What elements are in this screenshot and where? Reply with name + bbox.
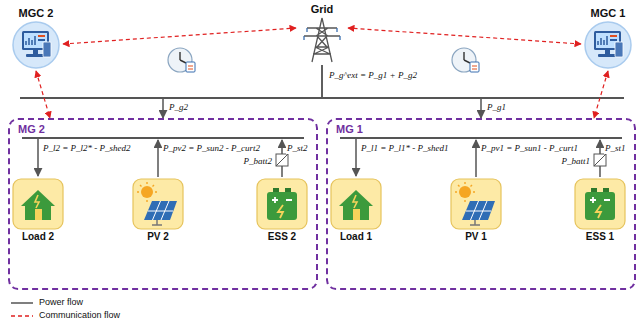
edge-label: P_g2 bbox=[168, 102, 189, 113]
power-flow-arrow bbox=[322, 65, 481, 118]
microgrid-wiring bbox=[340, 138, 622, 177]
node-label: Load 1 bbox=[328, 230, 384, 243]
power-variable-label: P_l1 = P_l1* - P_shed1 bbox=[360, 143, 450, 154]
load-icon bbox=[330, 178, 382, 230]
power-flow-arrow bbox=[163, 65, 322, 118]
pv-node: PV 2 bbox=[130, 178, 186, 243]
power-variable-label: P_batt1 bbox=[561, 156, 592, 167]
legend-line-sample bbox=[10, 312, 34, 320]
computer-icon bbox=[10, 20, 62, 70]
controller-node: MGC 1 bbox=[580, 6, 636, 70]
pv-panel-icon bbox=[132, 178, 184, 230]
communication-arrow bbox=[594, 71, 608, 118]
clock-icon bbox=[452, 48, 479, 72]
communication-arrow bbox=[63, 28, 296, 44]
node-label: ESS 2 bbox=[254, 230, 310, 243]
load-icon bbox=[12, 178, 64, 230]
legend: Power flowCommunication flow bbox=[10, 296, 120, 322]
pv-panel-icon bbox=[450, 178, 502, 230]
node-label: MGC 1 bbox=[580, 6, 636, 20]
grid-node: Grid bbox=[295, 2, 349, 64]
battery-icon bbox=[574, 178, 626, 230]
clock-icon bbox=[168, 48, 195, 72]
legend-text: Communication flow bbox=[39, 309, 120, 322]
communication-arrow bbox=[36, 71, 50, 118]
power-variable-label: P_pv2 = P_sun2 - P_curt2 bbox=[162, 143, 261, 154]
node-label: Load 2 bbox=[10, 230, 66, 243]
power-variable-label: P_g^ext = P_g1 + P_g2 bbox=[328, 70, 418, 81]
node-label: Grid bbox=[295, 2, 349, 16]
controller-node: MGC 2 bbox=[8, 6, 64, 70]
battery-icon bbox=[256, 178, 308, 230]
microgrid-wiring bbox=[22, 138, 304, 177]
load-node: Load 2 bbox=[10, 178, 66, 243]
node-label: ESS 1 bbox=[572, 230, 628, 243]
power-variable-label: P_st1 bbox=[604, 143, 627, 154]
node-label: PV 1 bbox=[448, 230, 504, 243]
computer-icon bbox=[582, 20, 634, 70]
load-node: Load 1 bbox=[328, 178, 384, 243]
power-variable-label: P_l2 = P_l2* - P_shed2 bbox=[42, 143, 132, 154]
legend-text: Power flow bbox=[39, 296, 83, 309]
power-variable-label: P_pv1 = P_sun1 - P_curt1 bbox=[480, 143, 579, 154]
pv-node: PV 1 bbox=[448, 178, 504, 243]
node-label: MGC 2 bbox=[8, 6, 64, 20]
group-title: MG 2 bbox=[18, 122, 45, 136]
node-label: PV 2 bbox=[130, 230, 186, 243]
legend-item: Power flow bbox=[10, 296, 120, 309]
transmission-tower-icon bbox=[297, 16, 347, 64]
storage-node: ESS 1 bbox=[572, 178, 628, 243]
communication-arrow bbox=[348, 28, 581, 44]
legend-item: Communication flow bbox=[10, 309, 120, 322]
legend-line-sample bbox=[10, 299, 34, 307]
power-variable-label: P_batt2 bbox=[243, 156, 274, 167]
storage-node: ESS 2 bbox=[254, 178, 310, 243]
group-title: MG 1 bbox=[336, 122, 363, 136]
power-variable-label: P_st2 bbox=[286, 143, 309, 154]
edge-label: P_g1 bbox=[486, 102, 507, 113]
